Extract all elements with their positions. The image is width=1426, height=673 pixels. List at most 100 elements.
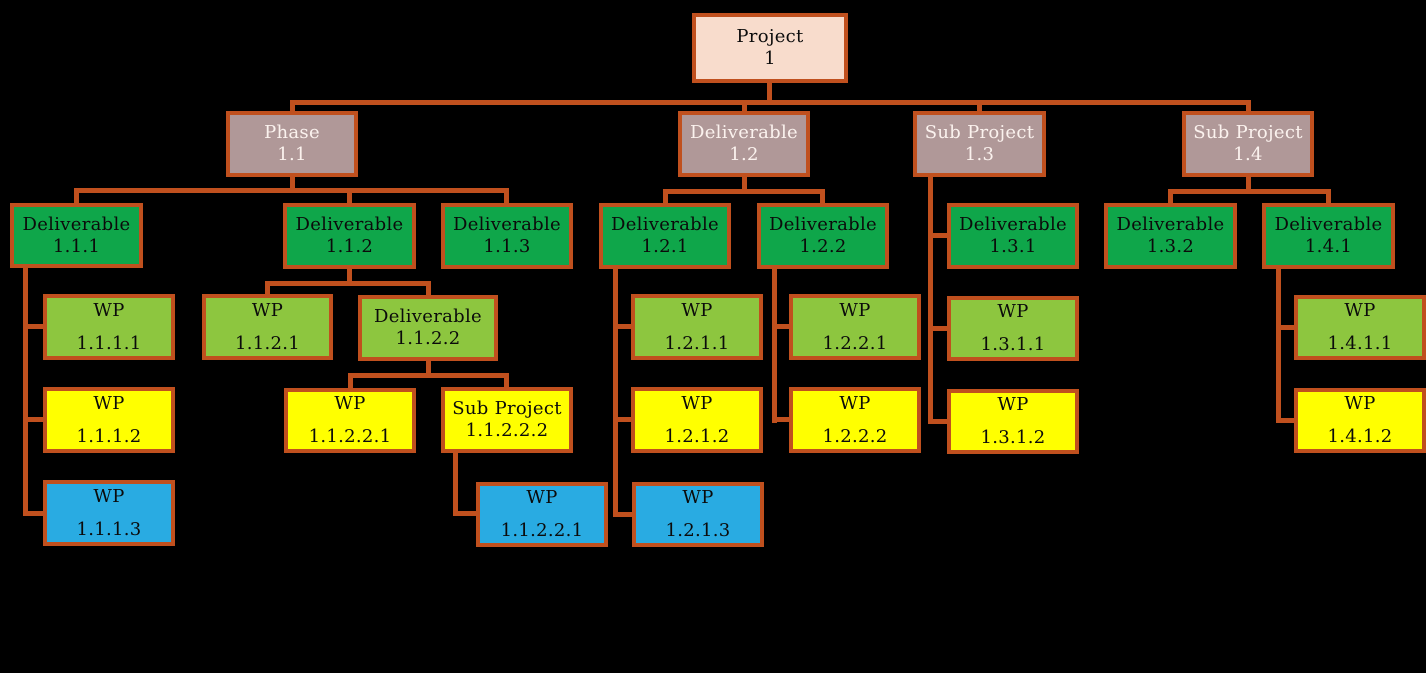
node-type-label: WP xyxy=(681,299,713,321)
connector-line xyxy=(265,281,270,294)
node-type-label: Deliverable xyxy=(959,214,1067,236)
node-number: 1.2.2.2 xyxy=(822,425,888,447)
connector-line xyxy=(1276,418,1294,423)
connector-line xyxy=(613,417,631,422)
node-type-label: Sub Project xyxy=(924,122,1035,144)
connector-line xyxy=(290,177,295,193)
connector-line xyxy=(928,326,947,331)
node-wp-1-4-1-1: WP 1.4.1.1 xyxy=(1294,295,1426,360)
node-type-label: Sub Project xyxy=(452,398,562,420)
node-type-label: WP xyxy=(839,299,871,321)
node-type-label: WP xyxy=(997,301,1029,323)
node-type-label: Project xyxy=(736,26,804,48)
connector-line xyxy=(663,189,668,203)
connector-line xyxy=(348,373,353,388)
node-number: 1.1.1.3 xyxy=(76,518,142,540)
connector-line xyxy=(772,417,789,422)
connector-line xyxy=(1246,100,1251,111)
connector-line xyxy=(453,511,476,516)
connector-line xyxy=(74,188,509,193)
node-type-label: Deliverable xyxy=(22,213,131,235)
connector-line xyxy=(504,188,509,203)
connector-line xyxy=(772,324,789,329)
node-number: 1.2.2.1 xyxy=(822,332,888,354)
node-number: 1.1.2.2 xyxy=(395,328,461,349)
connector-line xyxy=(453,453,458,516)
node-number: 1.2.2 xyxy=(799,236,847,257)
node-type-label: Deliverable xyxy=(295,214,404,236)
connector-line xyxy=(663,189,825,194)
node-number: 1.2.1.2 xyxy=(664,425,730,447)
connector-line xyxy=(1326,189,1331,203)
connector-line xyxy=(290,100,295,111)
node-type-label: WP xyxy=(93,485,125,507)
node-wp-1-1-1-3: WP 1.1.1.3 xyxy=(43,480,175,546)
node-number: 1.4.1.1 xyxy=(1327,333,1393,354)
node-type-label: Deliverable xyxy=(453,214,561,236)
node-number: 1.1.1 xyxy=(52,235,101,257)
connector-line xyxy=(613,269,618,517)
node-number: 1.1.2.1 xyxy=(234,332,301,354)
connector-line xyxy=(290,100,1251,105)
connector-line xyxy=(23,417,43,422)
node-type-label: WP xyxy=(1344,300,1376,322)
connector-line xyxy=(820,189,825,203)
node-number: 1.2.1.3 xyxy=(665,520,731,541)
connector-line xyxy=(265,281,431,286)
node-type-label: WP xyxy=(1344,393,1376,415)
node-number: 1.3 xyxy=(964,144,995,165)
node-type-label: Deliverable xyxy=(769,214,877,236)
node-number: 1 xyxy=(764,48,776,69)
connector-line xyxy=(504,373,509,387)
node-type-label: WP xyxy=(93,392,125,414)
connector-line xyxy=(1246,177,1251,194)
node-type-label: WP xyxy=(997,394,1029,416)
node-type-label: WP xyxy=(681,392,713,414)
connector-line xyxy=(742,100,747,111)
node-number: 1.4.1.2 xyxy=(1327,426,1393,447)
node-number: 1.1.2.2.2 xyxy=(465,420,549,441)
node-number: 1.2 xyxy=(729,144,759,165)
node-type-label: WP xyxy=(93,299,125,321)
connector-line xyxy=(426,281,431,295)
node-wp-1-4-1-2: WP 1.4.1.2 xyxy=(1294,388,1426,453)
node-wp-1-1-1-1: WP 1.1.1.1 xyxy=(43,294,175,360)
connector-line xyxy=(742,177,747,194)
connector-line xyxy=(23,511,43,516)
connector-line xyxy=(426,361,431,378)
node-type-label: Deliverable xyxy=(374,306,482,328)
node-type-label: WP xyxy=(251,299,284,321)
node-number: 1.4.1 xyxy=(1304,236,1353,257)
connector-line xyxy=(1168,189,1173,203)
connector-line xyxy=(348,373,509,378)
connector-line xyxy=(74,188,79,203)
node-number: 1.1.1.1 xyxy=(76,332,142,354)
connector-line xyxy=(1168,189,1331,194)
node-number: 1.2.1.1 xyxy=(664,332,730,354)
connector-line xyxy=(613,324,631,329)
node-type-label: Deliverable xyxy=(690,122,798,144)
connector-line xyxy=(928,177,933,424)
connector-line xyxy=(1276,325,1294,330)
node-wp-1-2-1-1: WP 1.2.1.1 xyxy=(631,294,763,360)
